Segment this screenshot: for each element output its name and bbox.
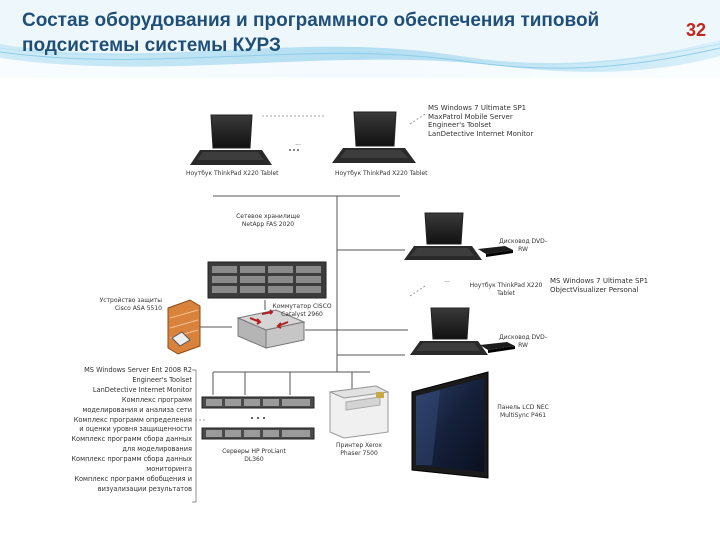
software-item: моделирования и анализа сети <box>82 405 192 414</box>
software-list-top: MS Windows 7 Ultimate SP1 MaxPatrol Mobi… <box>428 104 533 138</box>
lcd-panel-icon <box>411 371 489 479</box>
printer-icon <box>328 385 390 439</box>
laptop-1-label: Ноутбук ThinkPad X220 Tablet <box>186 170 279 177</box>
software-item: Engineer's Toolset <box>132 375 192 384</box>
software-item: мониторинга <box>146 465 192 474</box>
laptop-2-label: Ноутбук ThinkPad X220 Tablet <box>335 170 428 177</box>
firewall-icon <box>167 299 201 355</box>
server-1-icon <box>201 396 315 409</box>
dvd-drive-1-label: Дисковод DVD-RW <box>499 238 547 253</box>
storage-icon <box>207 261 327 299</box>
server-2-icon <box>201 427 315 440</box>
switch-icon <box>236 309 306 349</box>
software-item: ObjectVisualizer Personal <box>550 285 639 294</box>
software-item: Комплекс программ сбора данных <box>71 435 192 444</box>
software-item: LanDetective Internet Monitor <box>92 385 192 394</box>
software-item: MS Windows Server Ent 2008 R2 <box>84 366 192 374</box>
laptop-2-icon <box>332 111 416 163</box>
software-list-mid: MS Windows 7 Ultimate SP1 ObjectVisualiz… <box>550 277 648 294</box>
software-bracket <box>192 369 197 503</box>
software-item: Комплекс программ <box>121 395 192 404</box>
slide-header: Состав оборудования и программного обесп… <box>0 0 720 78</box>
laptop-4-icon <box>410 307 488 355</box>
software-item: для моделирования <box>122 445 192 454</box>
ellipsis-top: ... <box>295 140 301 147</box>
software-item: Комплекс программ обобщения и <box>74 474 192 483</box>
switch-label: Коммутатор CISCO Catalyst 2960 <box>272 303 332 318</box>
software-item: MaxPatrol Mobile Server <box>428 112 513 121</box>
ellipsis-mid: ... <box>444 277 450 284</box>
software-item: визуализации результатов <box>97 484 192 493</box>
laptop-3-label: Ноутбук ThinkPad X220 Tablet <box>469 282 543 297</box>
firewall-label: Устройство защиты Cisco ASA 5510 <box>99 297 162 312</box>
printer-label: Принтер Xerox Phaser 7500 <box>336 442 382 457</box>
laptop-1-icon <box>190 114 272 165</box>
dvd-drive-2-label: Дисковод DVD-RW <box>499 334 547 349</box>
software-item: LanDetective Internet Monitor <box>428 129 534 138</box>
software-item: Комплекс программ сбора данных <box>71 455 192 464</box>
header-wave-decoration <box>0 0 720 78</box>
software-item: Комплекс программ определения <box>73 415 192 424</box>
dotted-links <box>195 113 426 421</box>
storage-label: Сетевое хранилище NetApp FAS 2020 <box>236 213 300 228</box>
page-number: 32 <box>685 20 706 40</box>
laptop-ellipsis-dots <box>289 149 299 151</box>
software-item: MS Windows 7 Ultimate SP1 <box>550 277 649 285</box>
dvd-drive-2-icon <box>480 342 515 353</box>
software-item: и оценки уровня защищенности <box>79 425 192 434</box>
lcd-panel-label: Панель LCD NEC MultiSync P461 <box>497 404 549 419</box>
software-item: MS Windows 7 Ultimate SP1 <box>428 104 527 112</box>
software-item: Engineer's Toolset <box>428 121 492 130</box>
slide-title: Состав оборудования и программного обесп… <box>22 10 600 56</box>
network-links <box>200 195 408 395</box>
software-list-server: MS Windows Server Ent 2008 R2 Engineer's… <box>60 366 192 495</box>
server-ellipsis <box>251 417 265 419</box>
servers-label: Серверы HP ProLiant DL360 <box>222 448 286 463</box>
laptop-3-icon <box>404 212 482 260</box>
dvd-drive-1-icon <box>478 246 513 257</box>
